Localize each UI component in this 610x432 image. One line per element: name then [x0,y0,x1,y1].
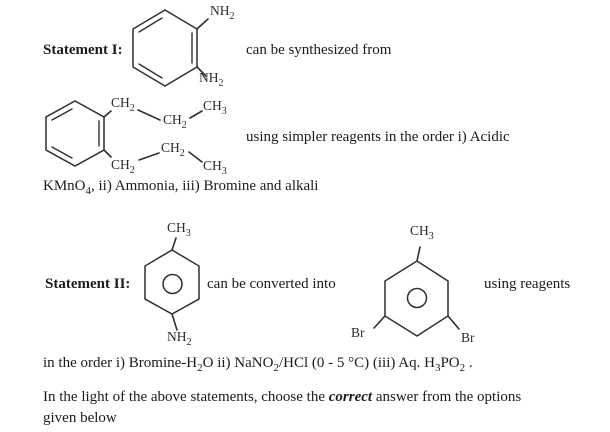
bond-to-ch3 [416,246,421,262]
reagents-line1-text: using simpler reagents in the order i) A… [246,129,510,145]
bond-ch2-ch3-bottom [188,151,203,163]
br-label-left: Br [351,325,365,340]
nh2-label: NH2 [167,329,192,349]
closing-pre: In the light of the above statements, ch… [43,389,329,405]
dibromotoluene-structure-svg [373,246,460,337]
benzene-ring [45,100,105,167]
kmno4-pre: KMnO [43,178,86,194]
ch2-label-bottom1: CH2 [111,157,135,177]
using-reagents-text: using reagents [484,276,571,292]
benzene-ring [144,249,200,315]
ch2-label-top1: CH2 [111,95,135,115]
double-bond [51,146,73,159]
closing-emphasis: correct [328,389,373,405]
ch3-sub: 3 [221,106,227,117]
order-seg: O ii) NaNO [202,355,274,371]
converted-into-text: can be converted into [207,276,336,292]
ch3-label-top: CH3 [203,98,227,118]
ch2-label-top2: CH2 [163,112,187,132]
benzene-ring [132,9,198,87]
kmno4-sub: 4 [85,185,92,197]
bond-to-nh2-top [196,18,209,30]
nh2-main: NH [210,3,230,18]
nh2-main: NH [199,70,219,85]
order-seg: /HCl (0 - 5 °C) (iii) Aq. H [278,355,435,371]
bond-to-ch3 [171,237,177,251]
bond-to-nh2-bottom [196,66,207,77]
dipropyl-structure-svg [45,100,203,167]
ch3-label: CH3 [167,220,191,240]
bond-to-nh2 [171,313,178,331]
nh2-label-bottom: NH2 [199,70,224,90]
ch3-sub: 3 [428,231,434,242]
ch3-sub: 3 [221,166,227,177]
synthesized-from-text: can be synthesized from [246,42,392,58]
ch2-sub: 2 [181,120,187,131]
ch2-sub: 2 [129,165,135,176]
br-label-right: Br [461,330,475,345]
ch2-sub: 2 [129,103,135,114]
ch3-main: CH [167,220,186,235]
order-seg: . [465,355,473,371]
ch2-main: CH [161,140,180,155]
order-sub: 2 [459,362,466,374]
closing-post: answer from the options [372,389,522,405]
ch2-label-bottom2: CH2 [161,140,185,160]
benzene-ring [384,260,449,337]
order-sub: 2 [197,362,203,374]
order-seg: PO [440,355,460,371]
double-bond [138,17,163,33]
nh2-main: NH [167,329,187,344]
diamine-structure-svg [132,9,209,87]
ch2-sub: 2 [179,148,185,159]
ch3-main: CH [410,223,429,238]
aromatic-circle [406,287,428,309]
nh2-label-top: NH2 [210,3,235,23]
bond-ring-ch2-top [103,110,112,118]
toluidine-structure-svg [144,237,200,331]
kmno4-post: , ii) Ammonia, iii) Bromine and alkali [91,178,319,194]
closing-line2: given below [43,410,117,426]
statement1-label: Statement I: [43,42,123,58]
kmno4-line: KMnO4, ii) Ammonia, iii) Bromine and alk… [43,178,319,197]
bond-ch2-ch2-bottom [138,152,160,161]
bond-to-br-left [373,315,386,329]
nh2-sub: 2 [229,11,235,22]
ch3-main: CH [203,158,222,173]
ch2-main: CH [163,112,182,127]
ch2-main: CH [111,95,130,110]
order-line: in the order i) Bromine-H2O ii) NaNO2/HC… [43,355,473,374]
bond-ch2-ch2-top [137,109,161,121]
double-bond [51,108,73,121]
ch3-sub: 3 [185,228,191,239]
nh2-sub: 2 [218,78,224,89]
order-sub: 3 [434,362,441,374]
nh2-sub: 2 [186,337,192,348]
bond-ring-ch2-bottom [103,149,112,158]
order-sub: 2 [273,362,279,374]
ch3-label-bottom: CH3 [203,158,227,178]
ch3-label: CH3 [410,223,434,243]
statement2-label: Statement II: [45,276,131,292]
closing-line1: In the light of the above statements, ch… [43,389,521,406]
aromatic-circle [162,273,183,295]
ch2-main: CH [111,157,130,172]
bond-ch2-ch3-top [189,110,203,119]
bond-to-br-right [447,315,460,330]
ch3-main: CH [203,98,222,113]
order-seg: in the order i) Bromine-H [43,355,198,371]
double-bond [138,63,163,79]
